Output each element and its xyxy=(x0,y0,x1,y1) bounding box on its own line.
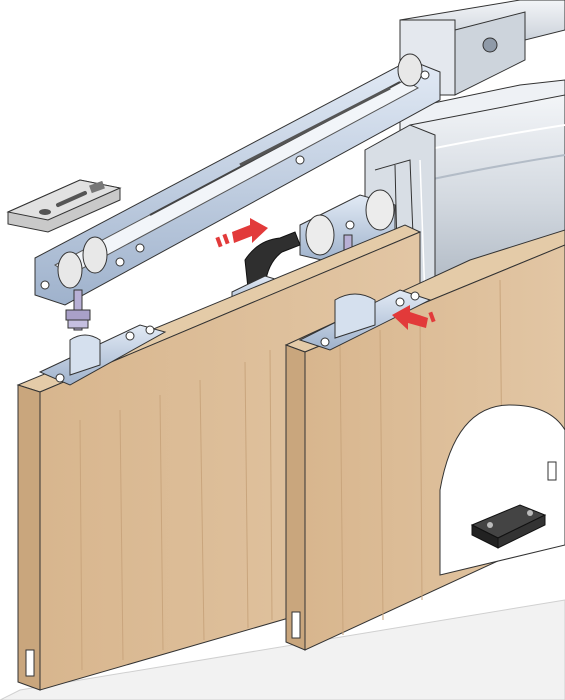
cutout-notch xyxy=(547,461,557,481)
right-roller-wheel xyxy=(305,214,335,256)
direction-arrow-lower xyxy=(392,305,436,330)
rear-roller-wheel xyxy=(397,53,423,87)
direction-arrow-upper xyxy=(215,218,268,248)
spacer-plate xyxy=(6,179,122,233)
door-right-side-edge xyxy=(285,344,306,651)
left-nut xyxy=(65,309,91,321)
right-roller-wheel xyxy=(365,189,395,231)
floor-guide-slot xyxy=(25,649,35,677)
door-right-cutout xyxy=(439,404,565,576)
right-mounting-bracket xyxy=(298,289,432,351)
floor xyxy=(0,599,565,700)
left-mounting-bracket xyxy=(38,324,167,386)
floor-guide-slot xyxy=(291,611,301,639)
left-nut xyxy=(67,319,89,329)
left-roller-wheel xyxy=(82,236,108,274)
rail-mount-hole xyxy=(482,37,498,53)
floor-stopper xyxy=(470,504,547,549)
left-carriage xyxy=(34,53,441,331)
left-roller-wheel xyxy=(57,251,83,289)
door-left-side-edge xyxy=(17,384,41,691)
